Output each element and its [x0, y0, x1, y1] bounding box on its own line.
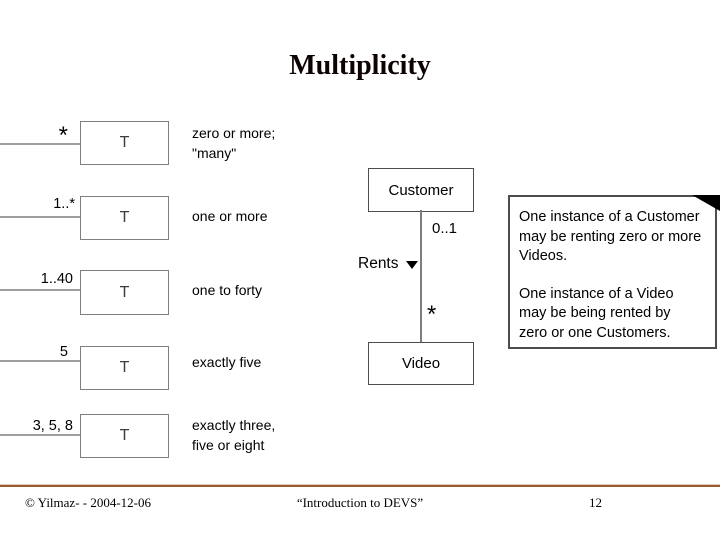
class-box-label: T — [119, 283, 130, 301]
association-name-label: Rents — [358, 255, 399, 272]
class-box-label: T — [119, 209, 130, 226]
multiplicity-description: zero or more; "many" — [192, 125, 276, 161]
video-class-label: Video — [401, 355, 441, 372]
note-paragraph: One instance of a Video may be being ren… — [519, 285, 674, 341]
multiplicity-label: 5 — [59, 344, 68, 360]
multiplicity-description: one to forty — [192, 282, 263, 298]
association-line — [420, 210, 422, 342]
class-box-label: T — [119, 427, 130, 444]
footer-page-number: 12 — [589, 495, 602, 510]
footer-copyright: © Yilmaz- - 2004-12-06 — [25, 495, 152, 510]
footer-rule-highlight — [0, 484, 720, 485]
association-name: Rents — [358, 255, 418, 273]
note-text: One instance of a Customer may be rentin… — [519, 208, 702, 361]
customer-class-label: Customer — [388, 181, 454, 199]
note-fold-corner-icon — [692, 195, 720, 211]
page-title: Multiplicity — [289, 50, 431, 81]
multiplicity-label: 1..40 — [40, 271, 73, 287]
read-direction-triangle-icon — [405, 261, 418, 269]
association-line — [0, 289, 81, 291]
class-box: T — [80, 270, 169, 315]
association-line — [0, 143, 81, 145]
multiplicity-description: exactly three, five or eight — [192, 417, 276, 453]
multiplicity-description: one or more — [192, 208, 268, 224]
note-box: One instance of a Customer may be rentin… — [508, 195, 720, 349]
customer-end-multiplicity: 0..1 — [432, 220, 458, 237]
class-box: T — [80, 121, 169, 165]
video-class-box: Video — [368, 342, 474, 385]
note-paragraph: One instance of a Customer may be rentin… — [519, 209, 702, 264]
multiplicity-label: 1..* — [53, 196, 75, 212]
multiplicity-label: 3, 5, 8 — [32, 418, 73, 434]
class-box-label: T — [119, 134, 130, 151]
class-box: T — [80, 414, 169, 458]
footer-document-title: “Introduction to DEVS” — [296, 495, 424, 510]
association-line — [0, 360, 81, 362]
multiplicity-description: exactly five — [192, 354, 262, 370]
footer-rule — [0, 485, 720, 487]
video-end-multiplicity: * — [427, 301, 437, 328]
class-box: T — [80, 196, 169, 240]
association-line — [0, 216, 81, 218]
customer-class-box: Customer — [368, 168, 474, 212]
class-box-label: T — [119, 359, 130, 376]
association-line — [0, 434, 81, 436]
class-box: T — [80, 346, 169, 390]
multiplicity-label: * — [58, 122, 68, 149]
